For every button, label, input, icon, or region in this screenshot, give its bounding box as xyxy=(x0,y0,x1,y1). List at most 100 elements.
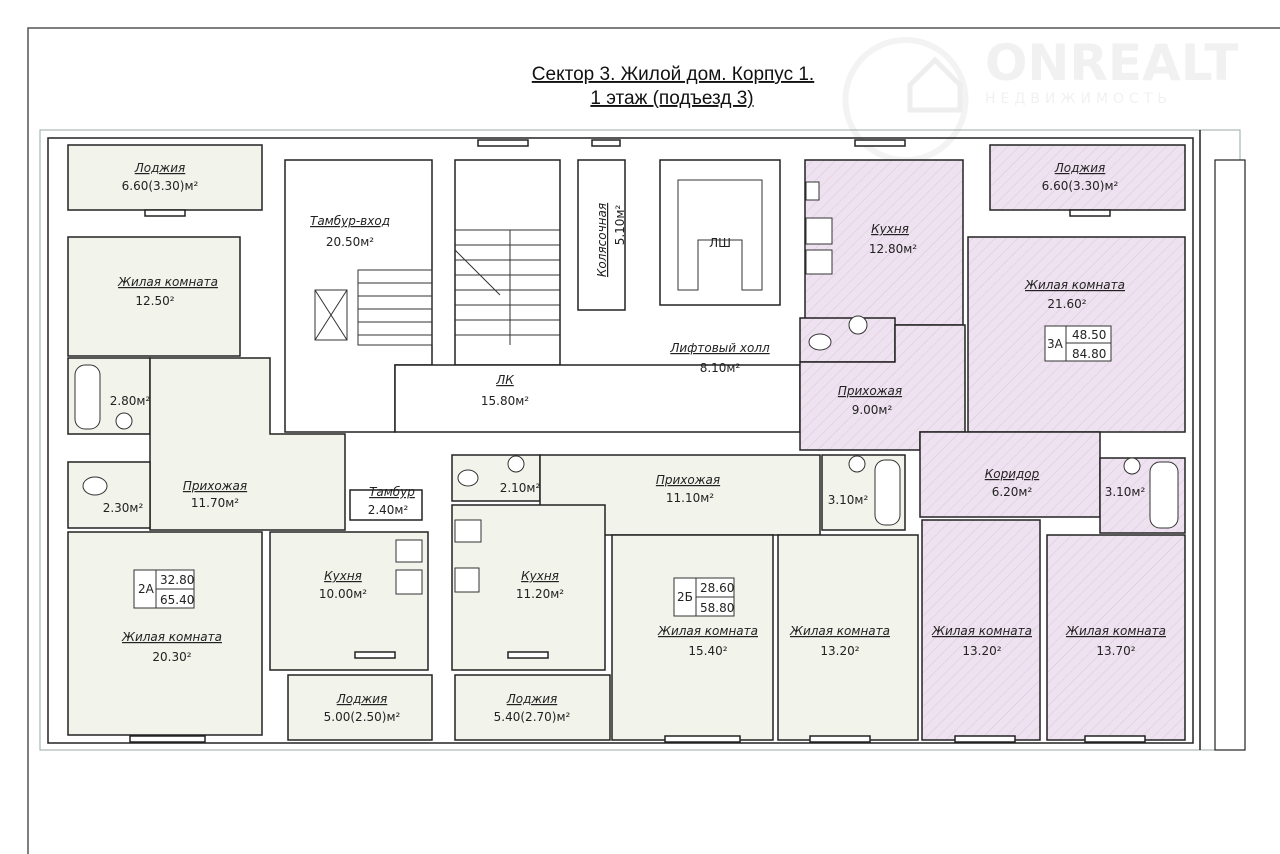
plan-title: Сектор 3. Жилой дом. Корпус 1. xyxy=(532,64,814,85)
room-area: 3.10м² xyxy=(1105,485,1146,499)
room-area: 6.60(3.30)м² xyxy=(122,179,199,193)
room-living-15-4 xyxy=(611,534,774,741)
room-name: Прихожая xyxy=(656,473,720,487)
svg-text:2А: 2А xyxy=(138,582,155,596)
room-area: 12.80м² xyxy=(869,242,917,256)
svg-text:3А: 3А xyxy=(1047,337,1064,351)
sink-icon xyxy=(848,455,866,473)
apartment-badge-2a: 2А 32.80 65.40 xyxy=(133,569,195,609)
svg-text:84.80: 84.80 xyxy=(1072,347,1106,361)
room-area: 20.30² xyxy=(152,650,191,664)
sink-icon xyxy=(848,315,868,335)
room-area: 2.80м² xyxy=(110,394,151,408)
house-icon xyxy=(907,56,963,113)
room-area: 21.60² xyxy=(1047,297,1086,311)
room-area: 13.20² xyxy=(820,644,859,658)
room-area: 13.70² xyxy=(1096,644,1135,658)
room-name: Жилая комната xyxy=(657,624,758,638)
room-area: 5.10м² xyxy=(613,205,627,246)
room-living-20-3 xyxy=(67,531,263,736)
svg-text:65.40: 65.40 xyxy=(160,593,194,607)
sink-icon xyxy=(507,455,525,473)
toilet-icon xyxy=(457,469,479,487)
room-area: 12.50² xyxy=(135,294,174,308)
heater-icon xyxy=(805,181,820,201)
room-name: Лифтовый холл xyxy=(669,341,770,355)
room-name: Колясочная xyxy=(595,203,609,277)
watermark-brand: ONREALT xyxy=(985,34,1238,92)
room-living-12-5 xyxy=(67,236,241,357)
room-area: 15.80м² xyxy=(481,394,529,408)
room-area: 10.00м² xyxy=(319,587,367,601)
room-name: Кухня xyxy=(871,222,909,236)
room-name: Жилая комната xyxy=(789,624,890,638)
room-name: Прихожая xyxy=(183,479,247,493)
room-living-13-7 xyxy=(1046,534,1186,741)
stairs-icon xyxy=(357,269,433,346)
room-name: Жилая комната xyxy=(121,630,222,644)
room-name: ЛШ xyxy=(709,236,731,250)
elevator-shaft xyxy=(677,179,763,291)
room-wc xyxy=(67,461,151,529)
svg-text:48.50: 48.50 xyxy=(1072,328,1106,342)
stairs-icon xyxy=(454,229,560,345)
room-name: Лоджия xyxy=(1054,161,1106,175)
sheet-frame xyxy=(27,27,1280,854)
bathtub-icon xyxy=(74,364,101,430)
room-area: 2.30м² xyxy=(103,501,144,515)
svg-text:2Б: 2Б xyxy=(677,590,693,604)
room-name: Лоджия xyxy=(336,692,388,706)
room-loggia-5 xyxy=(287,674,433,741)
room-area: 11.10м² xyxy=(666,491,714,505)
svg-text:58.80: 58.80 xyxy=(700,601,734,615)
room-area: 13.20² xyxy=(962,644,1001,658)
room-name: Тамбур xyxy=(369,485,415,499)
windows xyxy=(129,139,1146,743)
room-name: Тамбур-вход xyxy=(310,214,390,228)
apartment-2b: 2.10м² Прихожая 11.10м² 3.10м² Кухня 11.… xyxy=(451,454,919,741)
room-hallway-11-7 xyxy=(149,357,346,531)
stove-icon xyxy=(805,217,833,245)
room-tambur xyxy=(349,489,423,521)
room-area: 5.40(2.70)м² xyxy=(494,710,571,724)
sink-icon xyxy=(454,519,482,543)
room-area: 20.50м² xyxy=(326,235,374,249)
room-name: ЛК xyxy=(495,373,514,387)
room-area: 2.40м² xyxy=(368,503,409,517)
room-stroller xyxy=(577,159,626,311)
bathtub-icon xyxy=(1149,461,1179,529)
sink-icon xyxy=(1123,457,1141,475)
apartment-badge-3a: 3А 48.50 84.80 xyxy=(1044,325,1112,362)
room-area: 6.60(3.30)м² xyxy=(1042,179,1119,193)
room-name: Кухня xyxy=(521,569,559,583)
room-lift-hall xyxy=(394,364,801,433)
staircase xyxy=(454,159,561,366)
room-name: Жилая комната xyxy=(931,624,1032,638)
room-loggia-right xyxy=(989,144,1186,211)
sink-icon xyxy=(805,249,833,275)
room-name: Жилая комната xyxy=(1065,624,1166,638)
toilet-icon xyxy=(82,476,108,496)
room-loggia-5-4 xyxy=(454,674,611,741)
adjacent-section xyxy=(1214,159,1246,751)
room-name: Коридор xyxy=(985,467,1040,481)
room-area: 2.10м² xyxy=(500,481,541,495)
room-name: Лоджия xyxy=(506,692,558,706)
room-name: Кухня xyxy=(324,569,362,583)
outer-wall xyxy=(47,137,1194,744)
room-area: 5.00(2.50)м² xyxy=(324,710,401,724)
room-area: 6.20м² xyxy=(992,485,1033,499)
stove-icon xyxy=(454,567,480,593)
toilet-icon xyxy=(808,333,832,351)
apartment-3a[interactable]: Кухня 12.80м² Прихожая 9.00м² Лоджия 6.6… xyxy=(799,144,1186,741)
bathtub-icon xyxy=(874,459,901,526)
sink-icon xyxy=(395,539,423,563)
plan-subtitle: 1 этаж (подъезд 3) xyxy=(590,88,753,109)
room-living-13-2 xyxy=(777,534,919,741)
room-name: Лоджия xyxy=(134,161,186,175)
room-area: 3.10м² xyxy=(828,493,869,507)
room-living-13-2 xyxy=(921,519,1041,741)
apartment-badge-2b: 2Б 28.60 58.80 xyxy=(673,577,735,617)
watermark-sub: НЕДВИЖИМОСТЬ xyxy=(985,91,1172,107)
